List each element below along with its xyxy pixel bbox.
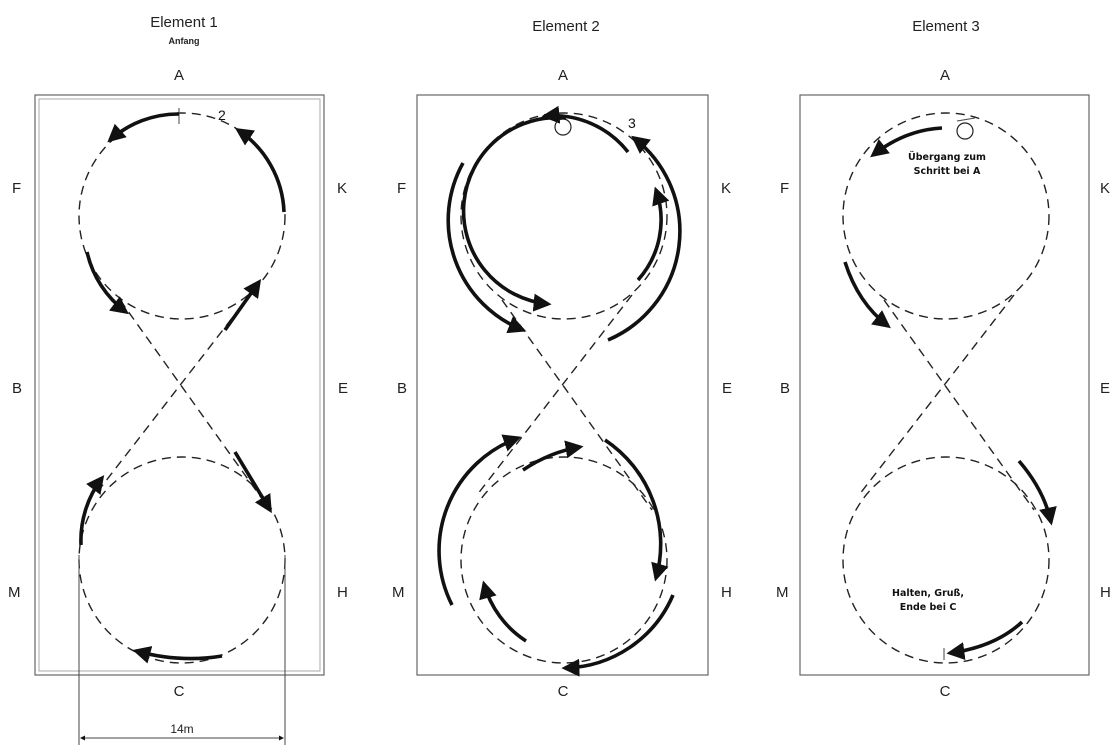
element-1-diagonal-1 [119, 299, 271, 511]
element-2-step-number: 3 [628, 115, 636, 131]
element-1-diagonal-2 [94, 294, 251, 496]
element-3-arrow-top [870, 126, 943, 158]
element-3-letter-c: C [940, 683, 951, 700]
element-3-note-bottom-line-2: Ende bei C [900, 602, 957, 613]
element-1-arrow-top-right [235, 128, 286, 213]
element-3-letter-f: F [780, 180, 789, 197]
element-2-letter-a: A [558, 67, 568, 84]
element-3-halt-tick [956, 117, 976, 122]
element-1-arrow-top-left [107, 112, 180, 143]
element-2-letter-b: B [397, 380, 407, 397]
element-1-arrow-bottom [132, 646, 223, 664]
element-1-letter-k: K [337, 180, 347, 197]
element-2-letter-e: E [722, 380, 732, 397]
element-3-note-top-line-1: Übergang zum [908, 152, 986, 163]
element-3-upper-circle [842, 112, 1050, 320]
element-2-arrow-inner-left-loop [461, 115, 567, 312]
element-3-title: Element 3 [912, 18, 980, 35]
element-3-arrow-bottom [946, 620, 1024, 661]
element-1-letter-m: M [8, 584, 21, 601]
element-1-upper-circle [78, 112, 286, 320]
element-1-subtitle: Anfang [169, 36, 200, 46]
element-3-halt-marker [956, 122, 974, 140]
element-1-letter-b: B [12, 380, 22, 397]
element-2-arrow-lower-top [522, 440, 584, 472]
element-2-letter-m: M [392, 584, 405, 601]
element-2-arrow-inner-right [636, 186, 670, 282]
element-2-arrow-lower-right [604, 438, 669, 582]
element-2-arrow-top-left [541, 105, 630, 154]
element-2-arrow-lower-outer-left [437, 434, 522, 606]
element-1-letter-f: F [12, 180, 21, 197]
element-2-panel: Element 2 A C F B M K E H 3 [392, 18, 732, 700]
element-1-panel: Element 1 Anfang A C F B M K E H 2 14m [8, 14, 348, 745]
element-3-letter-a: A [940, 67, 950, 84]
element-3-letter-e: E [1100, 380, 1110, 397]
element-1-arrow-down-right [233, 451, 272, 514]
element-1-title: Element 1 [150, 14, 218, 31]
element-2-arrow-outer-left [446, 162, 527, 334]
element-3-lower-circle [842, 456, 1050, 664]
element-1-letter-h: H [337, 584, 348, 601]
element-2-arrow-lower-inner-left [479, 580, 527, 643]
element-3-panel: Element 3 A C F B M K E H Übergang zum S… [776, 18, 1111, 700]
element-2-halt-marker [554, 118, 572, 136]
element-3-diagonal-1 [883, 299, 1035, 511]
element-2-diagonal-2 [476, 294, 633, 496]
element-3-note-top-line-2: Schritt bei A [914, 166, 981, 177]
element-2-letter-h: H [721, 584, 732, 601]
element-3-letter-b: B [780, 380, 790, 397]
element-1-arrow-up-right [223, 279, 262, 332]
element-1-letter-a: A [174, 67, 184, 84]
element-2-upper-circle [460, 112, 668, 320]
element-1-letter-e: E [338, 380, 348, 397]
element-1-arena [34, 94, 325, 676]
element-2-arrow-outer-right [607, 135, 682, 342]
element-2-diagonal-1 [501, 299, 653, 511]
element-3-letter-h: H [1100, 584, 1111, 601]
element-1-arena-inner [38, 98, 321, 672]
element-3-letter-k: K [1100, 180, 1110, 197]
element-2-letter-c: C [558, 683, 569, 700]
element-3-arrow-left-down [843, 261, 891, 329]
element-3-arena [799, 94, 1090, 676]
element-2-lower-circle [460, 456, 668, 664]
element-3-diagonal-2 [858, 294, 1015, 496]
element-2-letter-f: F [397, 180, 406, 197]
element-1-step-number: 2 [218, 107, 226, 123]
element-3-note-bottom-line-1: Halten, Gruß, [892, 588, 964, 599]
element-3-arrow-right-down [1017, 459, 1057, 526]
element-2-arrow-lower-bottom [561, 594, 675, 677]
element-1-arrow-left-down [85, 251, 129, 315]
element-2-title: Element 2 [532, 18, 600, 35]
element-2-letter-k: K [721, 180, 731, 197]
element-1-dimension-label: 14m [170, 722, 193, 736]
element-1-letter-c: C [174, 683, 185, 700]
element-1-arrow-lower-left [79, 475, 105, 546]
element-3-letter-m: M [776, 584, 789, 601]
